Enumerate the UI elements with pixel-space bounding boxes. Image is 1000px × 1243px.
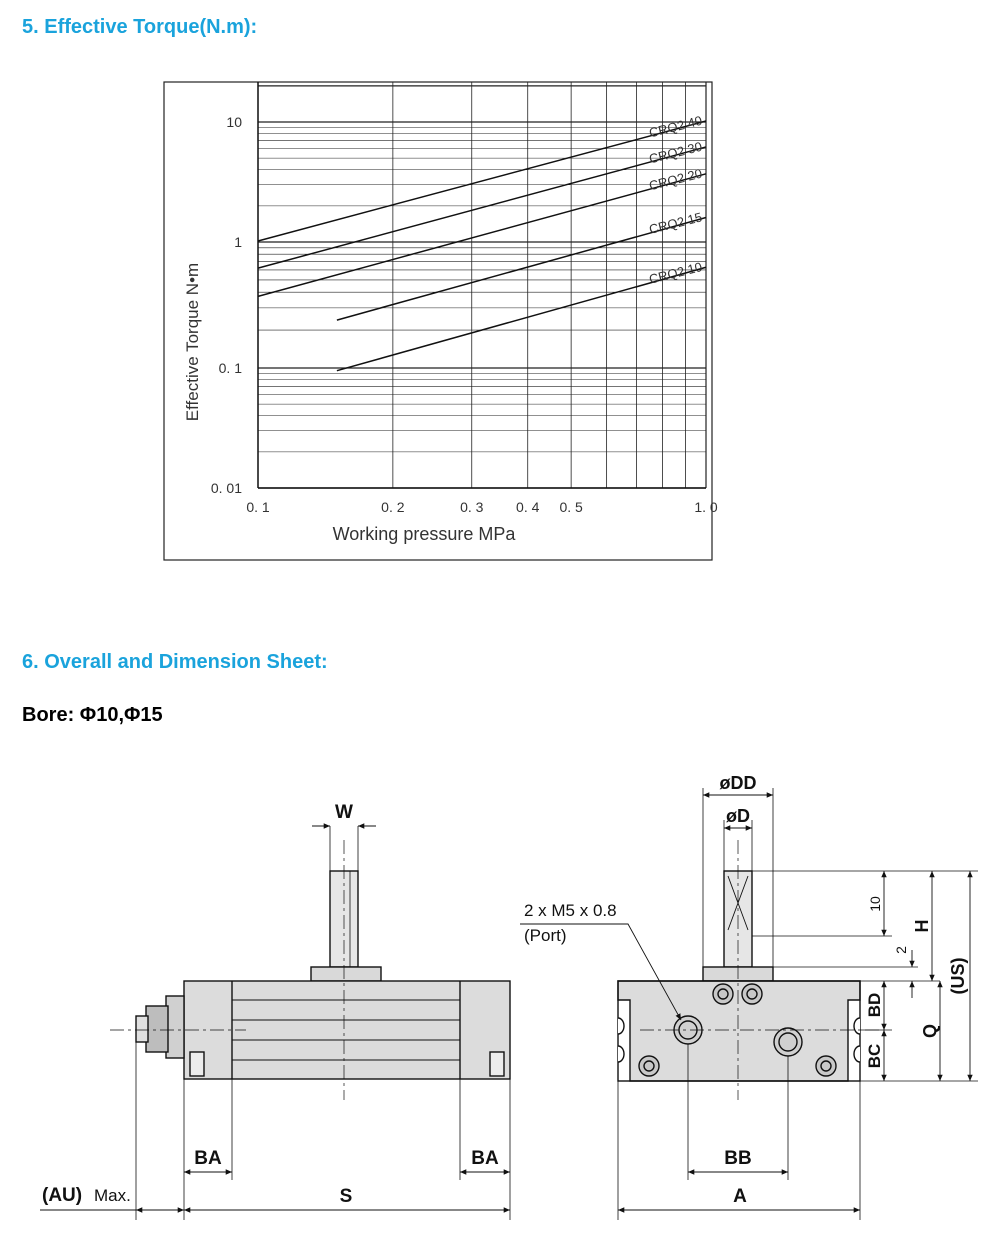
label-US: (US) [948,958,968,995]
label-BB: BB [724,1148,751,1169]
section-title-torque: 5. Effective Torque(N.m): [22,16,258,38]
adjuster-bolt [135,1015,149,1043]
label-BD: BD [865,993,884,1018]
label-2: 2 [893,946,909,954]
label-D: øD [726,806,750,826]
chart-series-line [336,266,707,372]
section-title-dimension: 6. Overall and Dimension Sheet: [22,651,328,673]
chart-y-tick-label: 1 [234,234,242,250]
label-W: W [335,802,353,823]
label-port: (Port) [524,926,567,945]
side-view [520,788,978,1220]
label-DD: øDD [720,773,757,793]
label-BA-right: BA [471,1148,499,1169]
label-Q: Q [920,1024,940,1038]
chart-series-line [257,173,707,298]
label-port-spec: 2 x M5 x 0.8 [524,901,617,920]
chart-series-line [336,216,707,321]
chart-series-line [257,120,707,242]
chart-y-tick-label: 10 [226,114,242,130]
chart-y-axis-label: Effective Torque N•m [183,263,202,421]
label-BA-left: BA [194,1148,222,1169]
chart-frame [163,81,713,561]
port-right [773,1027,803,1057]
front-view [40,823,511,1220]
actuator-body [183,980,511,1080]
label-S: S [340,1186,353,1207]
front-view-labels: W BA BA S (AU) Max. [42,802,499,1207]
chart-x-tick-label: 0. 1 [246,499,270,515]
bore-size-title: Bore: Φ10,Φ15 [22,704,163,726]
label-AU: (AU) [42,1185,82,1206]
chart-x-axis-label: Working pressure MPa [333,524,517,544]
chart-y-tick-label: 0. 01 [211,480,242,496]
side-view-labels: øDD øD 2 x M5 x 0.8 (Port) 10 2 H (US) B… [524,773,968,1207]
label-10: 10 [867,896,883,912]
label-H: H [912,920,932,933]
label-max: Max. [94,1186,131,1205]
label-BC: BC [865,1044,884,1069]
chart-x-tick-label: 0. 3 [460,499,484,515]
chart-x-tick-label: 0. 2 [381,499,405,515]
label-A: A [733,1186,747,1207]
chart-x-tick-label: 1. 0 [694,499,718,515]
shaft-base [310,966,382,982]
adjuster-nut [145,1005,169,1053]
chart-x-tick-label: 0. 5 [559,499,583,515]
chart-grid [257,82,707,489]
chart-x-tick-label: 0. 4 [516,499,540,515]
chart-series-line [257,146,707,269]
chart-y-tick-label: 0. 1 [219,360,243,376]
